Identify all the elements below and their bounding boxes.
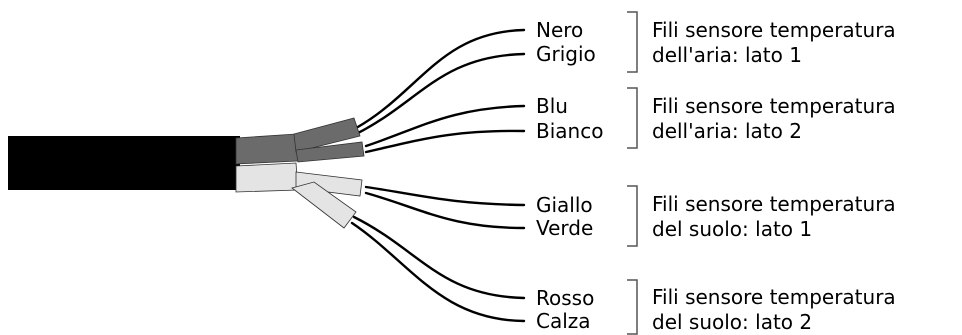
bracket-group-2 <box>627 87 638 149</box>
wire-verde <box>364 191 526 230</box>
bracket-group-3 <box>627 185 638 247</box>
wire-label-rosso: Rosso <box>536 286 594 310</box>
wires <box>350 28 526 323</box>
wire-blu <box>364 104 526 148</box>
sleeve-dark-1 <box>235 133 299 165</box>
description-group-1-line-2: dell'aria: lato 1 <box>652 43 802 67</box>
description-group-2-line-2: dell'aria: lato 2 <box>652 119 802 143</box>
sleeve-light-3 <box>291 181 357 229</box>
bracket-group-4 <box>627 279 638 335</box>
wire-grigio <box>354 52 526 136</box>
bracket-group-1 <box>627 11 638 73</box>
cable-jacket <box>8 136 240 190</box>
description-group-3-line-2: del suolo: lato 1 <box>652 217 812 241</box>
wire-giallo <box>364 185 526 207</box>
wire-nero <box>354 28 526 130</box>
description-group-3-line-1: Fili sensore temperatura <box>652 192 896 216</box>
group-brackets <box>627 11 638 335</box>
wire-label-bianco: Bianco <box>536 119 603 143</box>
wire-label-grigio: Grigio <box>536 42 596 66</box>
description-group-4-line-2: del suolo: lato 2 <box>652 310 812 334</box>
wire-label-nero: Nero <box>536 18 583 42</box>
wire-labels: Nero Grigio Blu Bianco Giallo Verde Ross… <box>536 18 603 333</box>
wire-calza <box>350 221 526 323</box>
sleeves <box>235 117 365 229</box>
wire-label-calza: Calza <box>536 309 591 333</box>
description-group-1-line-1: Fili sensore temperatura <box>652 18 896 42</box>
group-descriptions: Fili sensore temperatura dell'aria: lato… <box>652 18 896 334</box>
sleeve-dark-2 <box>293 117 361 153</box>
wire-rosso <box>352 215 526 300</box>
wire-bianco <box>364 129 526 154</box>
wire-label-giallo: Giallo <box>536 193 593 217</box>
wire-label-verde: Verde <box>536 216 593 240</box>
wire-label-blu: Blu <box>536 94 568 118</box>
sleeve-light-1 <box>235 162 299 193</box>
sleeve-dark-3 <box>295 141 365 163</box>
description-group-2-line-1: Fili sensore temperatura <box>652 94 896 118</box>
description-group-4-line-1: Fili sensore temperatura <box>652 285 896 309</box>
